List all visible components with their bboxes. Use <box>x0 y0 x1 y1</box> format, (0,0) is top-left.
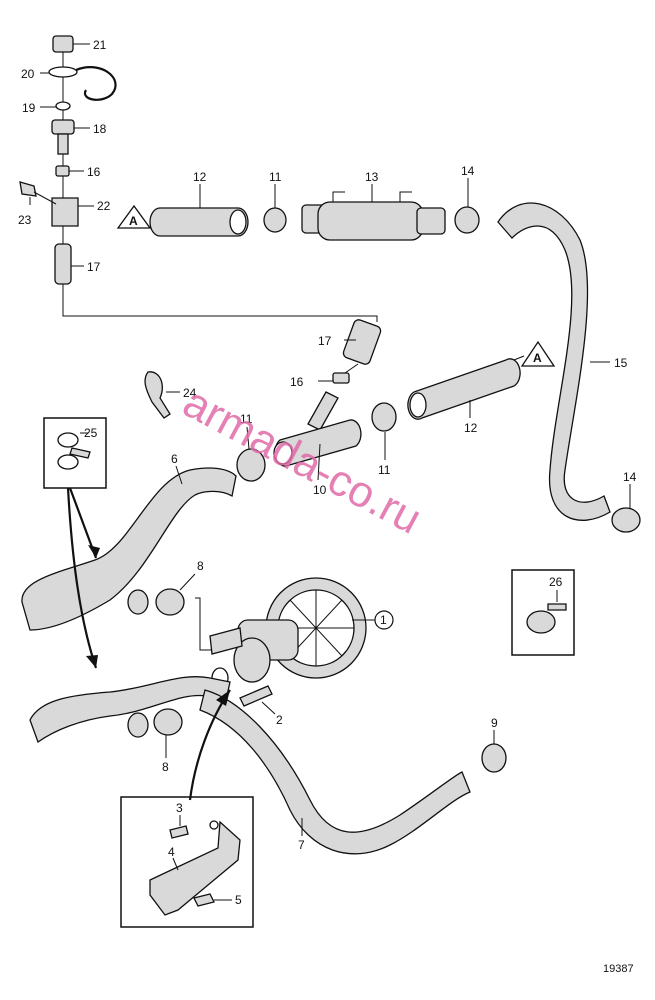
callout-1: 1 <box>380 613 387 627</box>
part-14-clamp-lower <box>611 507 641 533</box>
callout-9: 9 <box>491 716 498 730</box>
callout-8-bottom: 8 <box>162 760 169 774</box>
ref-triangle-a-right <box>520 340 556 367</box>
ref-triangle-a-left <box>116 204 152 229</box>
ref-a-left: A <box>129 214 138 228</box>
callout-25: 25 <box>84 426 98 440</box>
callout-7: 7 <box>298 838 305 852</box>
part-11-clamp-upper <box>263 207 287 233</box>
callout-19: 19 <box>22 101 36 115</box>
callout-11-left: 11 <box>240 412 253 426</box>
callout-14-right: 14 <box>623 470 637 484</box>
part-12-hose-upper <box>149 207 249 237</box>
part-24-clip <box>144 371 171 419</box>
inset-25 <box>43 417 107 669</box>
callout-3: 3 <box>176 801 183 815</box>
inset-bracket <box>120 689 254 928</box>
callout-23: 23 <box>18 213 32 227</box>
part-18-neck <box>51 119 75 135</box>
part-13-muffler <box>317 201 424 241</box>
part-2-bolt <box>239 685 273 707</box>
part-6-hose-lower <box>29 676 231 744</box>
part-17-hose-upper <box>54 243 72 285</box>
callout-21: 21 <box>93 38 107 52</box>
callout-11-right: 11 <box>378 463 391 477</box>
part-18-spigot <box>57 133 69 155</box>
part-20-ring <box>48 66 78 78</box>
leaders-lower <box>165 730 495 836</box>
part-9-clamp <box>481 743 507 773</box>
callout-5: 5 <box>235 893 242 907</box>
callout-15: 15 <box>614 356 628 370</box>
callout-13: 13 <box>365 170 379 184</box>
part-19-washer <box>55 101 71 111</box>
filler-cap-assembly <box>19 35 378 322</box>
callout-18: 18 <box>93 122 107 136</box>
callout-8-top: 8 <box>197 559 204 573</box>
part-15-long-hose <box>497 202 611 521</box>
callout-24: 24 <box>183 386 197 400</box>
watermark: armada-co.ru <box>175 378 429 544</box>
callout-2: 2 <box>276 713 283 727</box>
part-4-bracket <box>149 820 241 916</box>
part-11-clamp-right <box>371 402 397 432</box>
leaders-middle <box>166 339 471 591</box>
part-17-hose-lower <box>342 319 382 365</box>
upper-hose-run <box>116 191 641 533</box>
leaders-top-left <box>29 43 94 267</box>
callout-14-top: 14 <box>461 164 475 178</box>
part-22-bracket <box>51 197 79 227</box>
part-8-clamp-upper <box>155 588 185 616</box>
figure-number: 19387 <box>603 963 634 975</box>
middle-run <box>21 319 556 631</box>
callout-10: 10 <box>313 483 327 497</box>
ref-a-right: A <box>533 351 542 365</box>
callout-16-top: 16 <box>87 165 101 179</box>
callout-17-top: 17 <box>87 260 101 274</box>
callout-26: 26 <box>549 575 563 589</box>
callout-16-mid: 16 <box>290 375 304 389</box>
part-3-screw <box>169 825 189 839</box>
leaders-upper <box>199 178 631 508</box>
callout-6: 6 <box>171 452 178 466</box>
part-16-clip <box>55 165 70 177</box>
part-16-clip-lower <box>332 372 350 384</box>
part-11-clamp-left <box>236 448 266 482</box>
part-13-muffler-neck-r <box>416 207 446 235</box>
part-20-strap <box>75 66 117 101</box>
lower-run <box>29 676 507 855</box>
callout-20: 20 <box>21 67 35 81</box>
part-7-hose <box>199 689 471 855</box>
part-23-bolt <box>19 181 37 197</box>
callout-17-mid: 17 <box>318 334 332 348</box>
part-8-clamp-lower <box>153 708 183 736</box>
inset-26 <box>511 569 575 656</box>
part-14-clamp-upper <box>454 206 480 234</box>
part-5-clip <box>193 893 215 907</box>
callout-22: 22 <box>97 199 111 213</box>
callout-12-top: 12 <box>193 170 207 184</box>
part-21-cap <box>52 35 74 53</box>
callout-11-top: 11 <box>269 170 282 184</box>
callout-labels: 21 20 19 18 16 22 23 17 A 12 11 13 14 15… <box>18 38 637 907</box>
callout-4: 4 <box>168 845 175 859</box>
callout-12-mid: 12 <box>464 421 478 435</box>
part-6-hose <box>21 467 237 631</box>
